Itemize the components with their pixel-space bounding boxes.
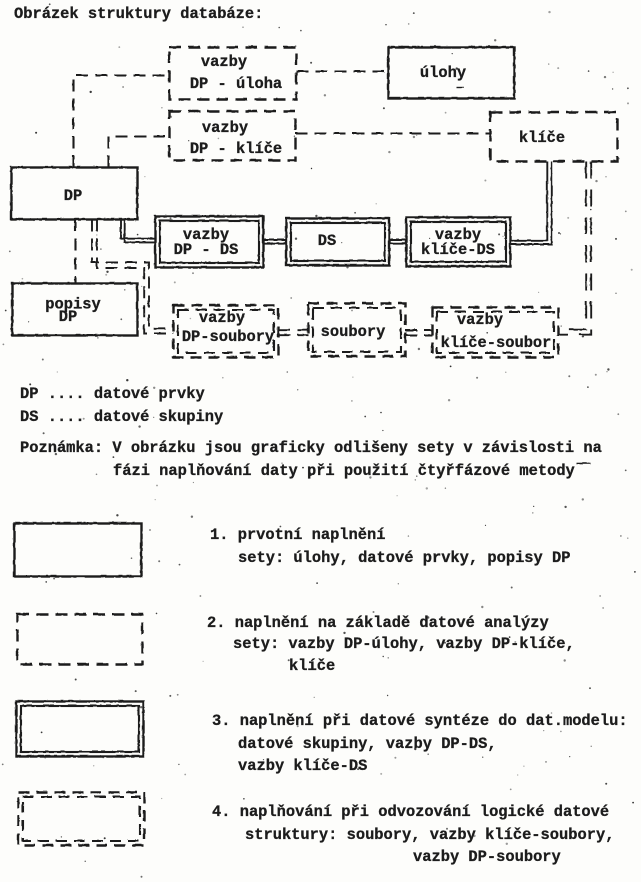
svg-text:vazby: vazby	[202, 119, 248, 137]
svg-text:vazby: vazby	[183, 226, 229, 244]
svg-text:DP - úloha: DP - úloha	[190, 75, 282, 93]
svg-text:1. prvotní naplnění: 1. prvotní naplnění	[210, 526, 385, 544]
svg-text:4. naplňování při odvozování l: 4. naplňování při odvozování logické dat…	[212, 803, 609, 821]
svg-text:úlohy: úlohy	[420, 64, 466, 82]
svg-text:DP - DS: DP - DS	[174, 241, 239, 259]
svg-text:DP: DP	[59, 308, 77, 326]
svg-text:Poznámka: V obrázku jsou grafi: Poznámka: V obrázku jsou graficky odliše…	[20, 439, 602, 457]
svg-text:DP: DP	[64, 187, 82, 205]
svg-text:soubory: soubory	[321, 323, 386, 341]
svg-text:DS .... datové skupiny: DS .... datové skupiny	[20, 408, 223, 426]
svg-text:klíče: klíče	[519, 129, 565, 147]
svg-text:DP .... datové prvky: DP .... datové prvky	[20, 385, 205, 403]
svg-text:klíče-DS: klíče-DS	[421, 241, 495, 259]
svg-text:klíče: klíče	[289, 657, 335, 675]
svg-text:datové skupiny, vazby DP-DS,: datové skupiny, vazby DP-DS,	[238, 735, 497, 753]
svg-text:vazby: vazby	[435, 226, 481, 244]
svg-text:struktury: soubory, vazby klíč: struktury: soubory, vazby klíče-soubory,	[245, 826, 614, 844]
svg-text:sety: vazby DP-úlohy, vazby DP: sety: vazby DP-úlohy, vazby DP-klíče,	[233, 635, 575, 653]
svg-text:2. naplnění na základě datové: 2. naplnění na základě datové analýzy	[207, 614, 549, 632]
svg-text:klíče-soubor: klíče-soubor	[441, 334, 552, 352]
svg-text:DP - klíče: DP - klíče	[190, 140, 282, 158]
svg-text:Obrázek struktury databáze:: Obrázek struktury databáze:	[14, 5, 263, 23]
svg-text:popisy: popisy	[45, 296, 100, 314]
svg-text:fázi naplňování daty při použi: fázi naplňování daty při použití čtyřfáz…	[113, 462, 575, 480]
svg-text:vazby: vazby	[199, 309, 245, 327]
svg-text:vazby: vazby	[457, 311, 503, 329]
svg-text:vazby: vazby	[201, 53, 247, 71]
svg-text:vazby DP-soubory: vazby DP-soubory	[413, 848, 561, 866]
svg-text:vazby klíče-DS: vazby klíče-DS	[238, 757, 367, 775]
svg-text:DP-soubory: DP-soubory	[182, 328, 274, 346]
svg-text:sety: úlohy, datové prvky, pop: sety: úlohy, datové prvky, popisy DP	[238, 549, 571, 567]
svg-text:3. naplnění při datové syntéze: 3. naplnění při datové syntéze do dat.mo…	[212, 712, 628, 730]
svg-text:DS: DS	[318, 232, 336, 250]
